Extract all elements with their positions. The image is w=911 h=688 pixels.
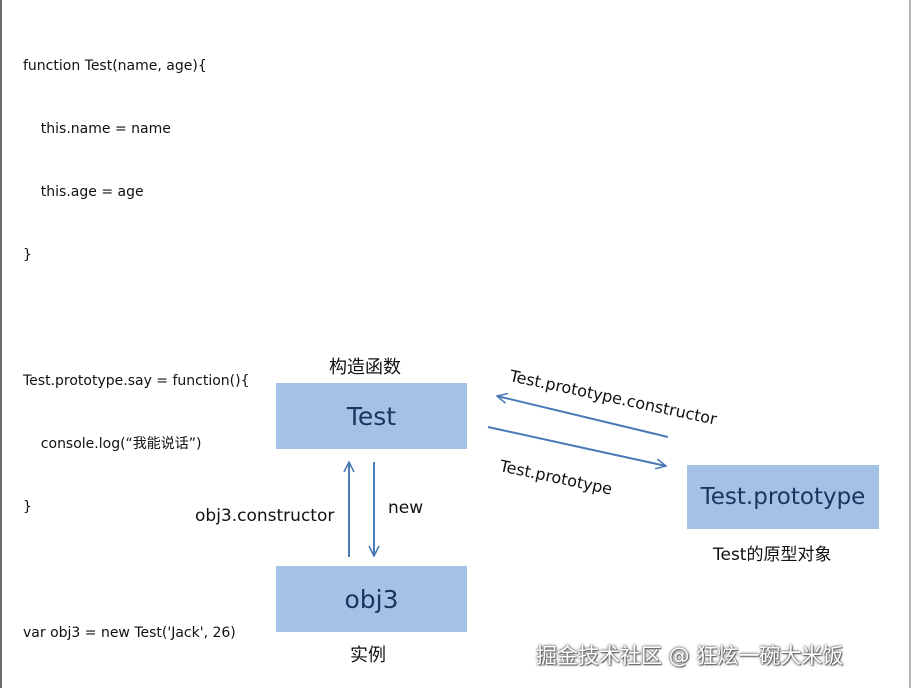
code-line: } bbox=[23, 247, 32, 263]
arrow-prototype bbox=[487, 426, 666, 466]
frame-left-border bbox=[0, 0, 2, 688]
watermark: 掘金技术社区 @ 狂炫一碗大米饭 bbox=[536, 644, 844, 668]
code-block: function Test(name, age){ this.name = na… bbox=[23, 14, 250, 665]
instance-box-label: obj3 bbox=[344, 584, 399, 614]
code-line: var obj3 = new Test('Jack', 26) bbox=[23, 625, 236, 641]
instance-box: obj3 bbox=[276, 566, 467, 632]
prototype-caption: Test的原型对象 bbox=[713, 545, 832, 565]
prototype-box: Test.prototype bbox=[687, 465, 879, 529]
code-line: Test.prototype.say = function(){ bbox=[23, 373, 250, 389]
code-line: console.log(“我能说话”) bbox=[23, 436, 202, 452]
frame-right-border bbox=[909, 0, 911, 688]
code-line: this.name = name bbox=[23, 121, 171, 137]
arrow-prototype-constructor bbox=[497, 396, 669, 438]
edge-label-constructor: obj3.constructor bbox=[195, 506, 335, 526]
code-line: this.age = age bbox=[23, 184, 144, 200]
prototype-box-label: Test.prototype bbox=[700, 484, 866, 510]
edge-label-new: new bbox=[388, 498, 424, 518]
instance-caption: 实例 bbox=[350, 645, 386, 666]
constructor-box-label: Test bbox=[346, 401, 397, 431]
code-line: } bbox=[23, 499, 32, 515]
constructor-caption: 构造函数 bbox=[329, 357, 401, 378]
constructor-box: Test bbox=[276, 383, 467, 449]
code-line: function Test(name, age){ bbox=[23, 58, 207, 74]
